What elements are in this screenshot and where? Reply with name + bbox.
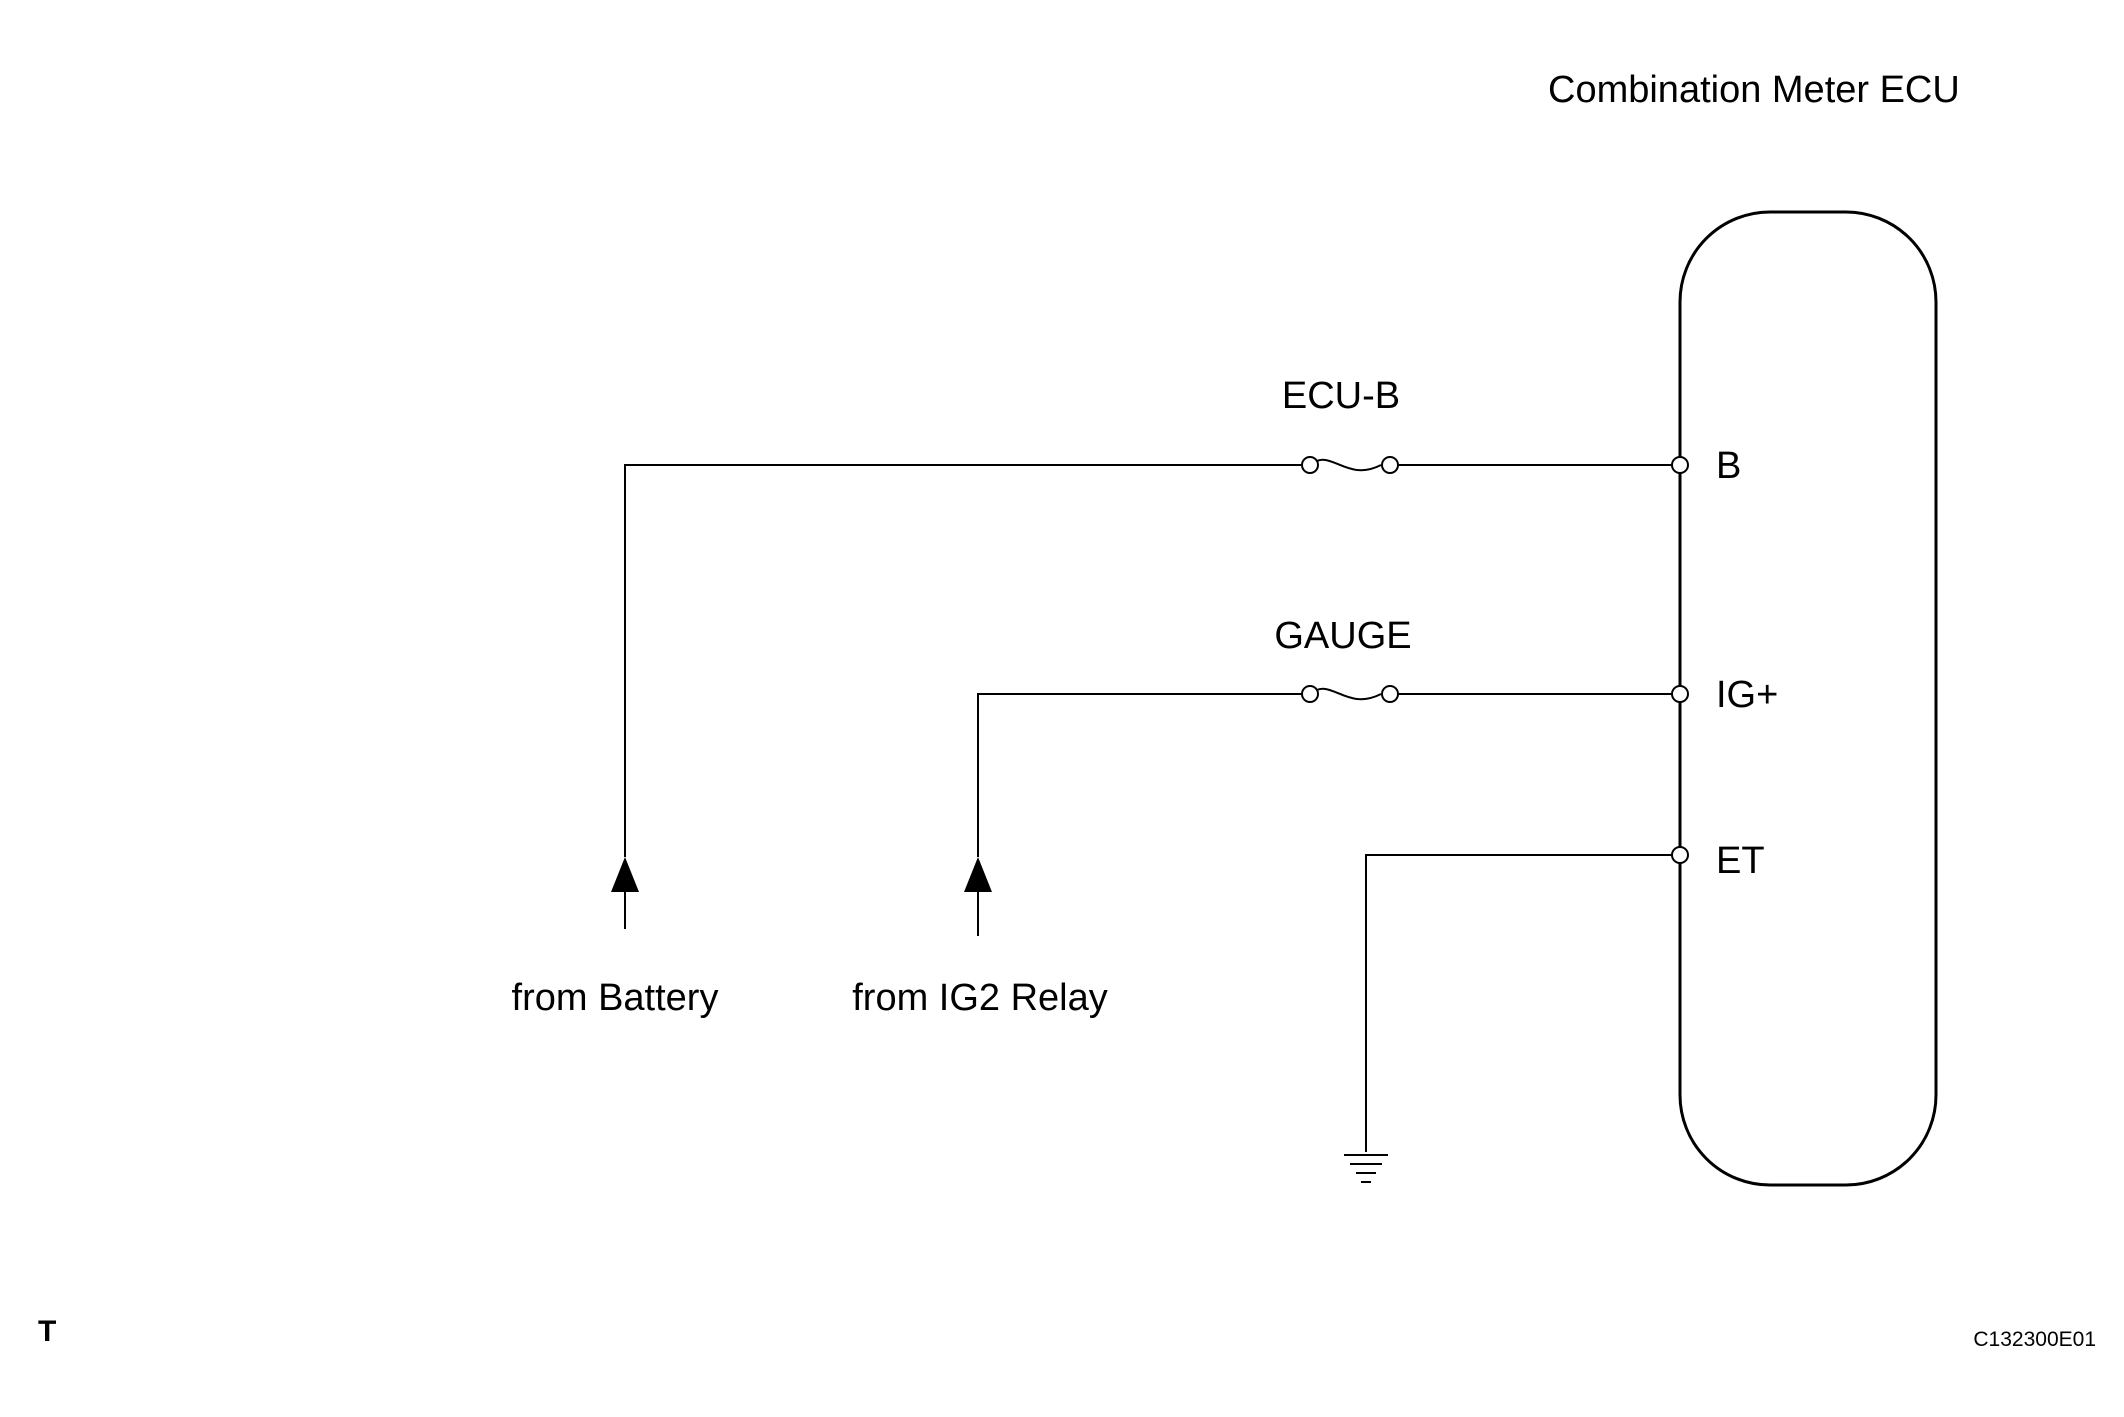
- battery-source-label: from Battery: [512, 977, 719, 1019]
- ig-terminal-pin: [1671, 685, 1689, 703]
- gauge-fuse-terminal-right: [1381, 685, 1399, 703]
- gauge-fuse-element: [1310, 687, 1382, 701]
- ecu-b-fuse-element: [1310, 458, 1382, 472]
- ig2-arrow-icon: [964, 857, 992, 892]
- ig-terminal-label: IG+: [1716, 674, 1778, 716]
- gauge-fuse-label: GAUGE: [1274, 615, 1411, 657]
- b-terminal-pin: [1671, 456, 1689, 474]
- gauge-fuse-terminal-left: [1301, 685, 1319, 703]
- corner-mark: T: [38, 1315, 56, 1348]
- component-title: Combination Meter ECU: [1548, 69, 1960, 111]
- ig2-source-label: from IG2 Relay: [852, 977, 1108, 1019]
- ig2-circuit: [964, 685, 1689, 936]
- battery-wire: [624, 464, 1302, 857]
- et-terminal-pin: [1671, 846, 1689, 864]
- ecu-b-fuse-terminal-left: [1301, 456, 1319, 474]
- ecu-b-fuse-label: ECU-B: [1282, 375, 1400, 417]
- ground-circuit: [1344, 846, 1689, 1183]
- ground-icon: [1344, 1154, 1388, 1183]
- et-terminal-label: ET: [1716, 840, 1765, 882]
- ground-wire: [1365, 854, 1672, 1152]
- battery-arrow-icon: [611, 857, 639, 892]
- ecu-b-fuse-terminal-right: [1381, 456, 1399, 474]
- battery-circuit: [611, 456, 1689, 929]
- b-terminal-label: B: [1716, 445, 1741, 487]
- ig2-wire: [977, 693, 1302, 857]
- figure-code: C132300E01: [1973, 1328, 2096, 1351]
